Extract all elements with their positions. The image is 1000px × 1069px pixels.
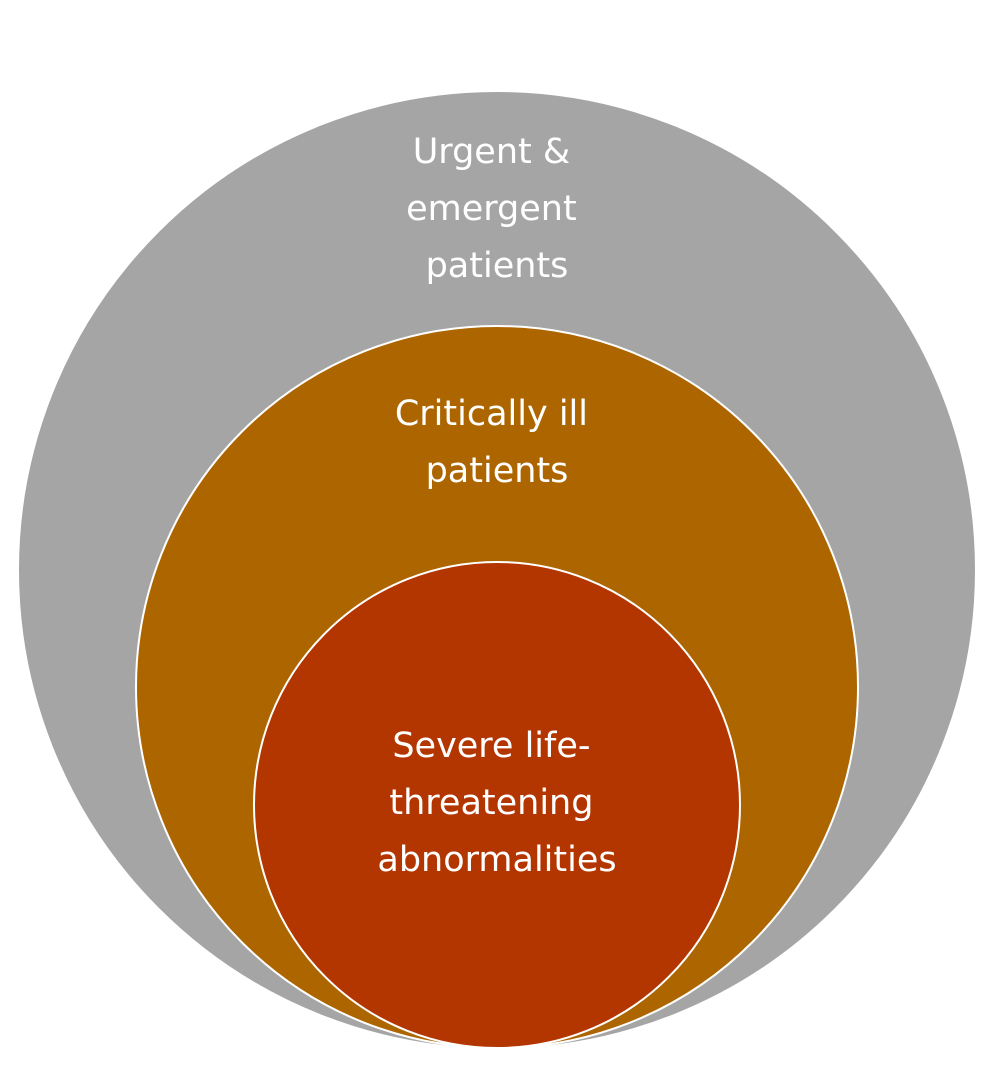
middle-label-line-2: patients [426, 451, 569, 491]
outer-circle-label: Urgent & emergent patients [406, 132, 588, 286]
inner-label-line-3: abnormalities [377, 840, 616, 880]
middle-circle-label: Critically ill patients [395, 394, 599, 491]
inner-label-line-2: threatening [389, 783, 593, 823]
outer-label-line-2: emergent [406, 189, 577, 229]
middle-label-line-1: Critically ill [395, 394, 588, 434]
inner-label-line-1: Severe life- [392, 726, 590, 766]
outer-label-line-3: patients [426, 246, 569, 286]
outer-label-line-1: Urgent & [413, 132, 570, 172]
inner-circle-life-threatening [253, 561, 741, 1049]
inner-circle-label: Severe life- threatening abnormalities [377, 726, 616, 880]
